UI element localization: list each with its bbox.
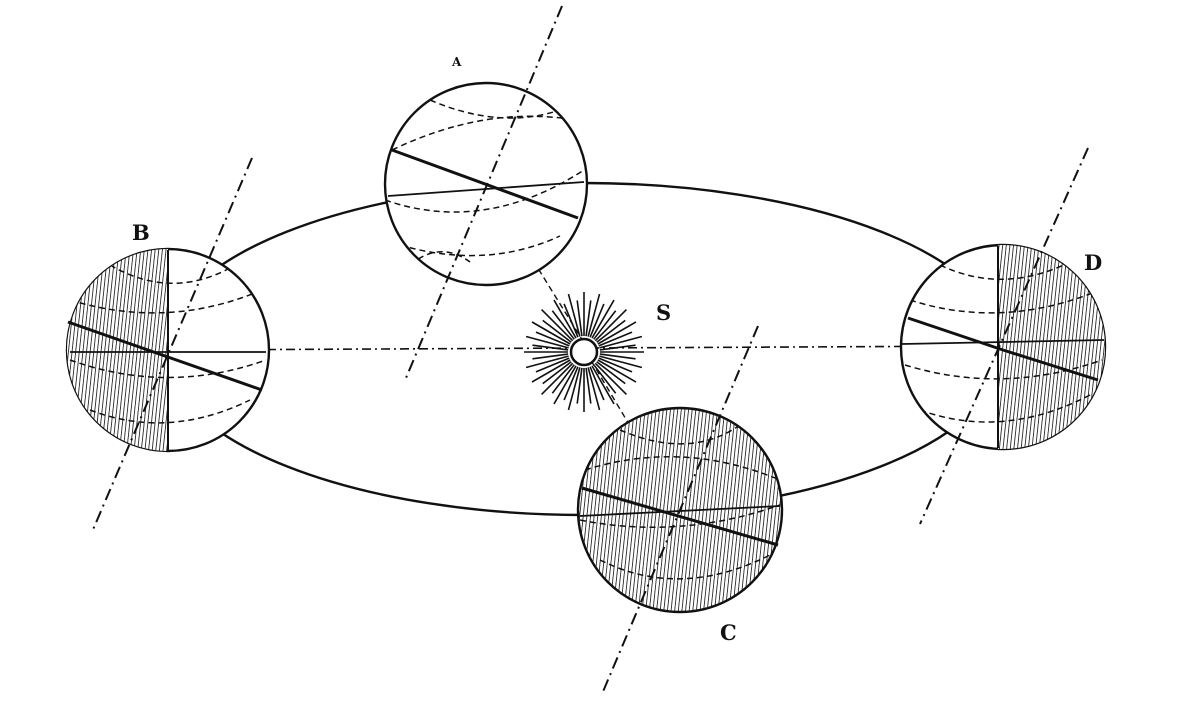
sun-ray xyxy=(532,344,569,351)
sun-ray xyxy=(599,353,636,360)
sun-ray xyxy=(591,299,615,339)
sun-ray xyxy=(553,299,577,339)
label-c: C xyxy=(720,620,737,645)
sun-ray xyxy=(594,362,627,395)
sun-ray xyxy=(599,355,643,369)
sun-ray xyxy=(567,293,581,337)
sun-ray xyxy=(541,309,574,342)
sun-ray xyxy=(597,359,637,383)
sun-ray xyxy=(567,367,581,411)
sun-core xyxy=(569,337,599,367)
sun-ray xyxy=(551,310,575,340)
sun-ray xyxy=(535,331,570,347)
sun-ray xyxy=(542,319,572,343)
sun-ray xyxy=(542,361,572,385)
sun-ray xyxy=(593,310,617,340)
axis-c xyxy=(601,325,759,695)
sun-ray xyxy=(576,367,583,404)
sun-ray xyxy=(599,344,636,351)
sun-ray xyxy=(532,353,569,360)
sun-ray xyxy=(594,309,627,342)
axis-a xyxy=(405,5,563,379)
axis-b xyxy=(91,157,253,533)
sun-ray xyxy=(576,300,583,337)
nodal-line xyxy=(171,345,1001,351)
sun-ray xyxy=(596,319,626,343)
sun-ray xyxy=(563,303,579,338)
sun-ray xyxy=(598,331,633,347)
label-d: D xyxy=(1084,250,1102,275)
sun-ray xyxy=(589,303,605,338)
sun-ray xyxy=(589,366,605,401)
axis-d xyxy=(919,147,1089,525)
sun-ray xyxy=(596,361,626,385)
globe-a xyxy=(383,81,589,287)
sun-ray xyxy=(531,359,571,383)
sun-ray xyxy=(587,293,601,337)
sun-ray xyxy=(585,300,592,337)
sun-ray xyxy=(593,364,617,394)
globe-b xyxy=(65,247,271,453)
sun-ray xyxy=(587,367,601,411)
globe-d xyxy=(899,243,1107,451)
label-s: S xyxy=(656,300,671,325)
sun-ray xyxy=(599,335,643,349)
sun-ray xyxy=(525,355,569,369)
sun-ray xyxy=(541,362,574,395)
label-b: B xyxy=(132,220,150,245)
sun-ray xyxy=(591,365,615,405)
sun-ray xyxy=(563,366,579,401)
sun-ray xyxy=(597,321,637,345)
sun-ray xyxy=(531,321,571,345)
sun-ray xyxy=(551,364,575,394)
sun-icon xyxy=(524,292,644,412)
sun-ray xyxy=(553,365,577,405)
sun-ray xyxy=(585,367,592,404)
sun-ray xyxy=(535,357,570,373)
label-a: A xyxy=(451,55,462,69)
sun-ray xyxy=(525,335,569,349)
sun-ray xyxy=(598,357,633,373)
